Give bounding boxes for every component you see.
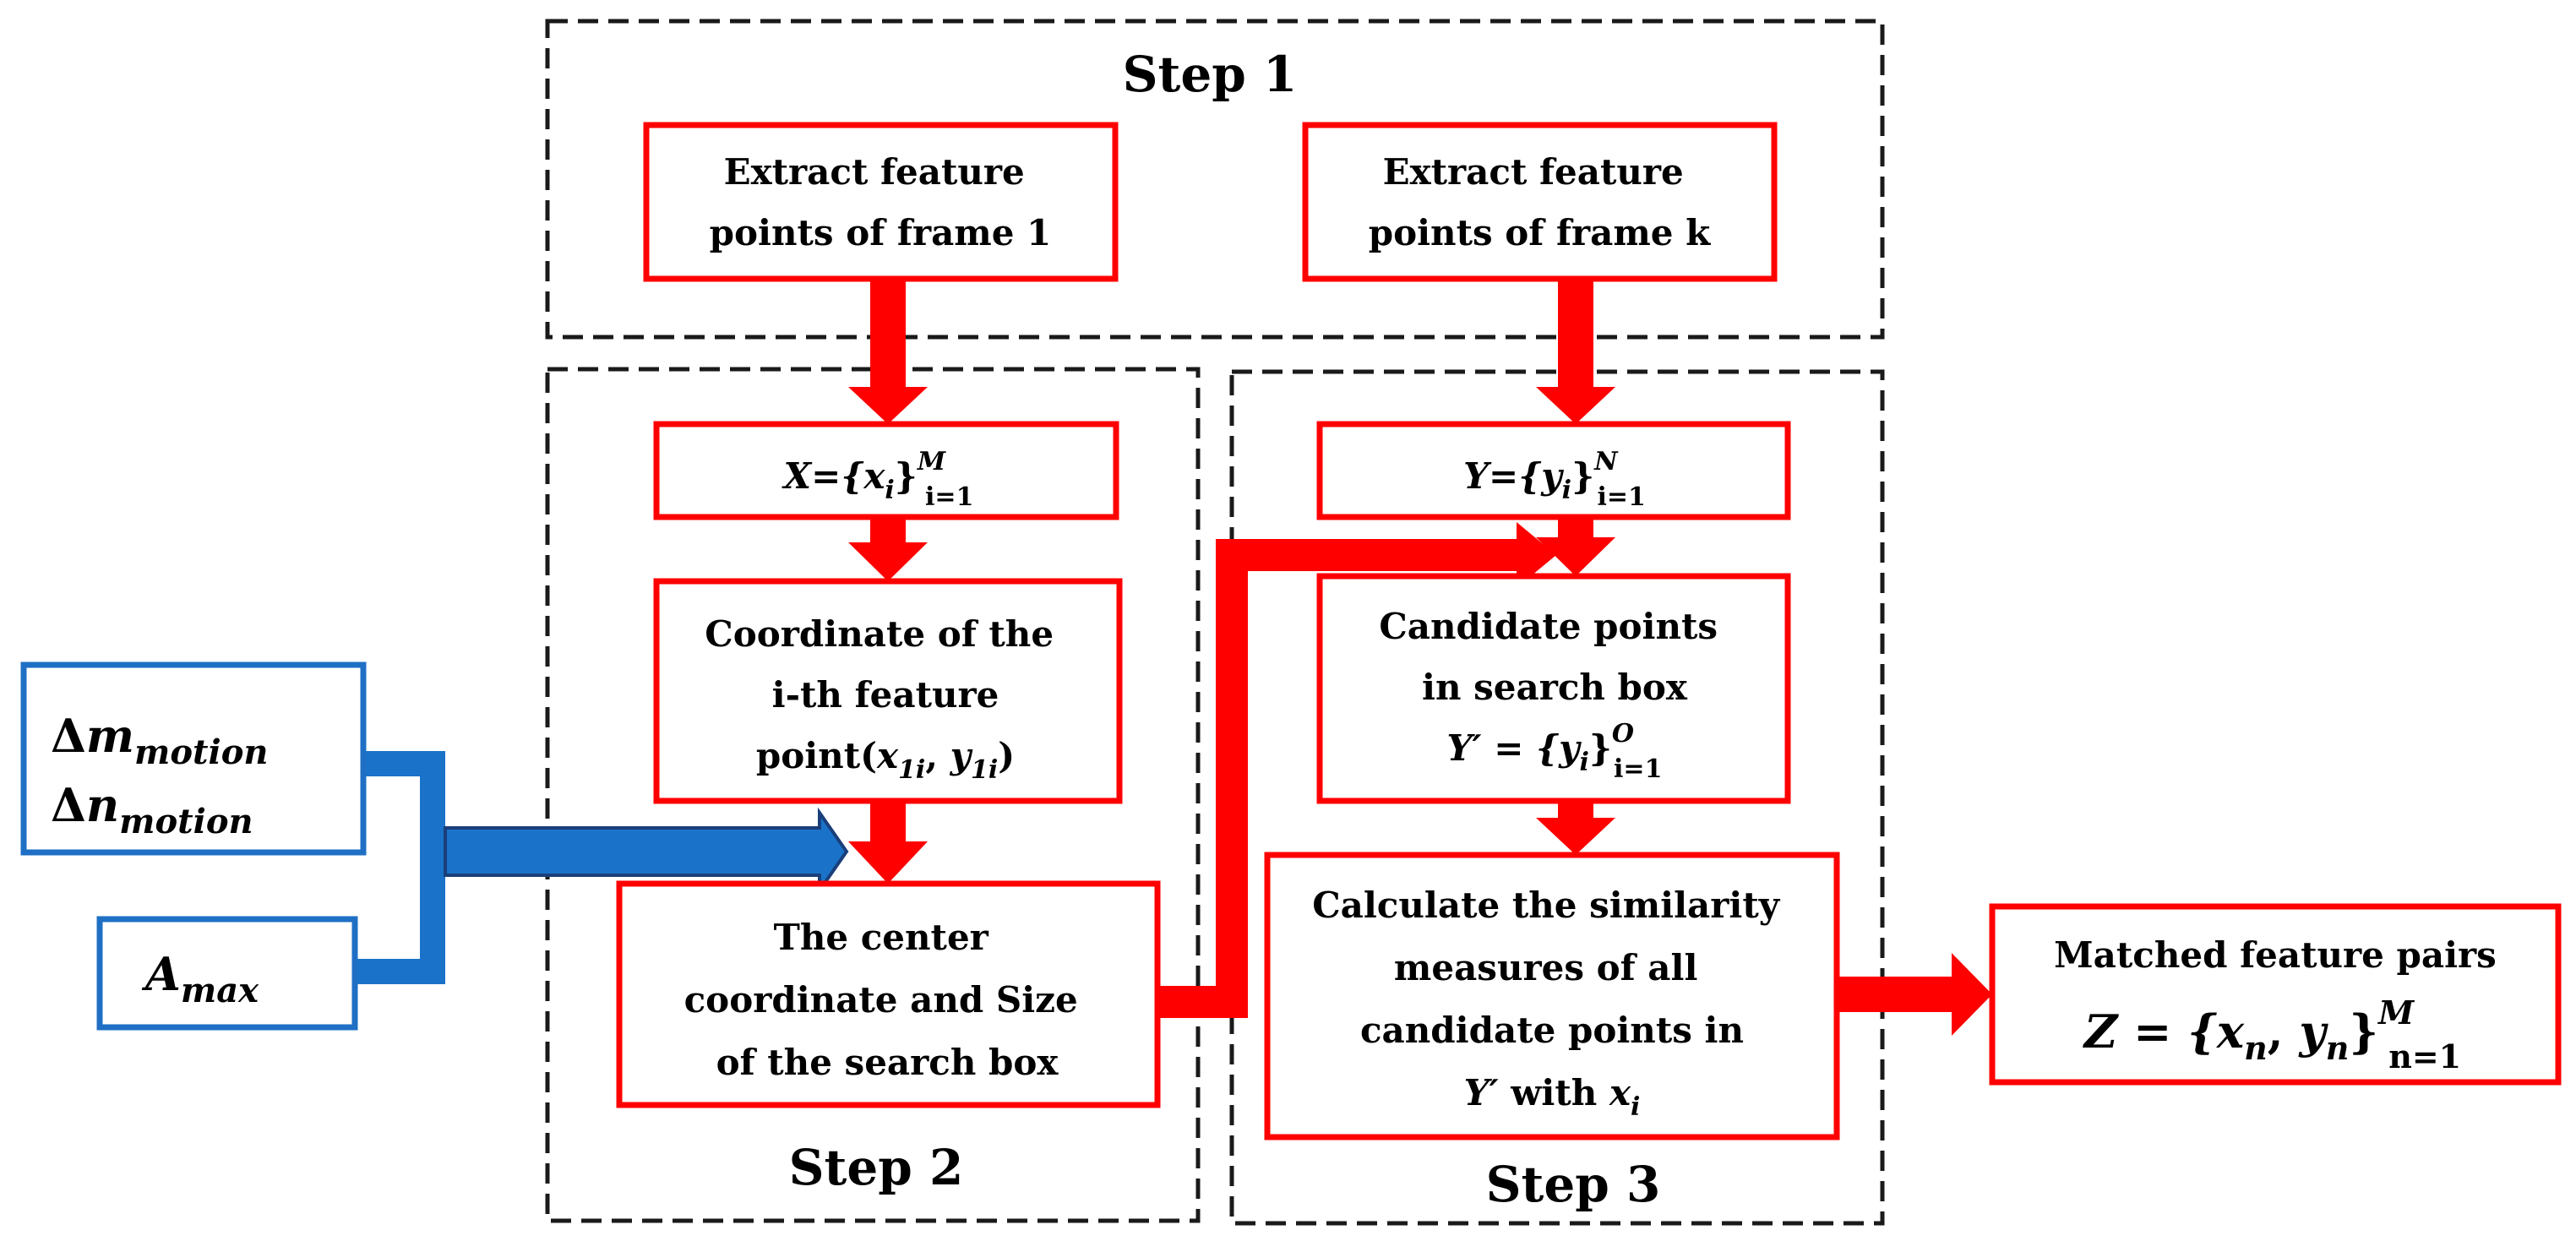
arrow-candidate-to-similarity	[1536, 801, 1615, 855]
step2-region	[545, 367, 1201, 1223]
delta-n-motion: Δnmotion	[51, 778, 253, 841]
step1-region	[545, 19, 1885, 340]
extract-frame1-box	[643, 122, 1119, 282]
arrow-x-to-coord	[848, 517, 928, 581]
step2-title: Step 2	[789, 1139, 964, 1196]
amax-input-box	[96, 916, 358, 1031]
arrow-y-to-candidate	[1536, 517, 1615, 576]
step3-title: Step 3	[1486, 1156, 1661, 1213]
candidate-text: Candidate points in search box	[1379, 606, 1729, 708]
blue-input-connector	[355, 751, 849, 984]
extract-framek-box	[1302, 122, 1778, 282]
similarity-text: Calculate the similarity measures of all…	[1312, 885, 1792, 1051]
arrow-similarity-to-matched	[1837, 953, 1992, 1036]
set-x-box	[653, 421, 1119, 520]
matched-pairs-box	[1989, 903, 2562, 1086]
a-max: Amax	[141, 947, 259, 1010]
arrow-coord-to-center	[848, 801, 928, 884]
coordinate-text: Coordinate of the i-th feature	[705, 613, 1065, 716]
arrow-center-to-candidate-head	[1517, 522, 1556, 588]
set-y-box	[1316, 421, 1791, 520]
center-size-text: The center coordinate and Size of the se…	[684, 917, 1091, 1083]
motion-input-box	[20, 661, 367, 856]
candidate-box	[1316, 573, 1791, 804]
arrow-center-to-candidate	[1157, 539, 1521, 1018]
blue-bracket	[355, 751, 445, 984]
delta-m-motion: Δmmotion	[51, 709, 268, 772]
extract-framek-text: Extract feature points of frame k	[1369, 151, 1711, 253]
similarity-last-line: Y′ with xi	[1464, 1072, 1641, 1122]
red-arrows	[848, 279, 1992, 1036]
coordinate-point: point(x1i, y1i)	[756, 735, 1015, 785]
blue-arrow	[444, 807, 849, 896]
arrow-extract1-to-x	[848, 279, 928, 424]
arrow-extractk-to-y	[1536, 279, 1615, 424]
step3-region	[1229, 369, 1885, 1226]
matched-pairs-title: Matched feature pairs	[2054, 934, 2497, 976]
extract-frame1-text: Extract feature points of frame 1	[710, 151, 1052, 253]
step1-title: Step 1	[1123, 46, 1298, 103]
similarity-box	[1264, 852, 1840, 1140]
center-size-box	[616, 880, 1161, 1108]
coordinate-box	[653, 578, 1123, 804]
